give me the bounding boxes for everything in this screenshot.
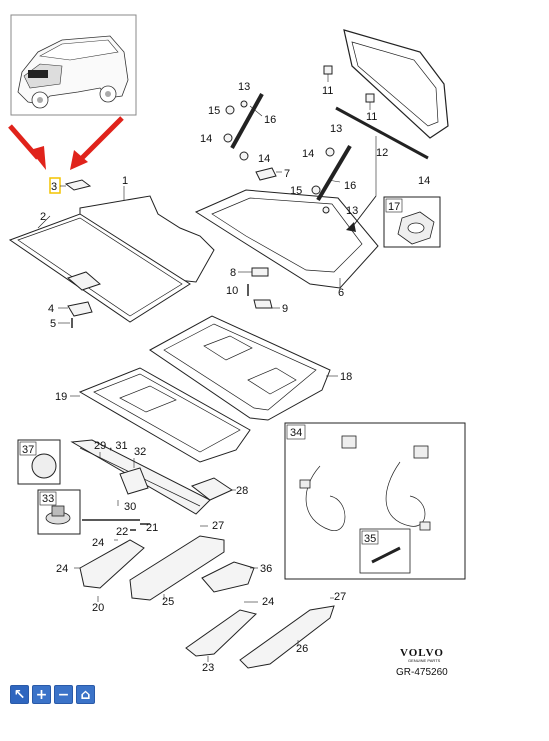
part-34-detail-box: [284, 422, 466, 580]
callout-13b: 13: [330, 123, 342, 135]
part-18-boot-liner: [149, 315, 331, 421]
part-11-clip-a: [323, 65, 333, 75]
callout-15a: 15: [208, 105, 220, 117]
callout-14a: 14: [200, 133, 212, 145]
part-20-side-panel: [79, 539, 145, 589]
part-4-handle: [67, 301, 93, 317]
callout-26: 26: [296, 643, 308, 655]
callout-34: 34: [290, 427, 302, 439]
callout-10: 10: [226, 285, 238, 297]
callout-17: 17: [388, 201, 400, 213]
part-37-detail-box: [17, 439, 61, 485]
select-button[interactable]: ↖: [10, 685, 29, 704]
callout-18: 18: [340, 371, 352, 383]
callout-24b: 24: [56, 563, 68, 575]
part-15-fastener-b: [311, 185, 321, 195]
part-2-floor-mat: [8, 213, 191, 323]
callout-1: 1: [122, 175, 128, 187]
zoom-in-icon: +: [35, 686, 48, 703]
part-16-strut-lower: [316, 144, 352, 202]
callout-33: 33: [42, 493, 54, 505]
callout-19: 19: [55, 391, 67, 403]
part-17-detail-box: [383, 196, 441, 248]
part-3-clip: [64, 179, 92, 191]
callout-7: 7: [284, 168, 290, 180]
zoom-in-button[interactable]: +: [32, 685, 51, 704]
part-13-rod: [335, 106, 429, 160]
home-icon: ⌂: [80, 686, 91, 703]
callout-24a: 24: [92, 537, 104, 549]
part-6-storage-tray: [194, 189, 379, 289]
genuine-parts-label: GENUINE PARTS: [408, 658, 441, 663]
part-32-trim: [119, 467, 149, 495]
callout-15b: 15: [290, 185, 302, 197]
zoom-out-icon: −: [57, 686, 70, 703]
diagram-id: GR-475260: [396, 667, 448, 678]
callout-13c: 13: [346, 205, 358, 217]
callout-30: 30: [124, 501, 136, 513]
part-25-side-panel: [129, 535, 225, 601]
callout-12: 12: [376, 147, 388, 159]
part-36-storage-box: [201, 561, 255, 593]
car-thumbnail: [10, 14, 137, 116]
viewer-toolbar: ↖ + − ⌂: [10, 685, 95, 704]
callout-36: 36: [260, 563, 272, 575]
part-33-detail-box: [37, 489, 81, 535]
callout-21: 21: [146, 522, 158, 534]
cursor-icon: ↖: [13, 686, 26, 703]
part-11-clip-b: [365, 93, 375, 103]
callout-16a: 16: [264, 114, 276, 126]
callout-20: 20: [92, 602, 104, 614]
callout-9: 9: [282, 303, 288, 315]
part-19-tray: [78, 367, 251, 463]
part-7-bracket: [255, 167, 277, 181]
callout-27b: 27: [334, 591, 346, 603]
callout-23: 23: [202, 662, 214, 674]
callout-16b: 16: [344, 180, 356, 192]
callout-11b: 11: [366, 111, 377, 123]
callout-13a: 13: [238, 81, 250, 93]
home-button[interactable]: ⌂: [76, 685, 95, 704]
zoom-out-button[interactable]: −: [54, 685, 73, 704]
red-arrow-right: [70, 116, 124, 170]
part-8-latch: [251, 267, 269, 277]
callout-32: 32: [134, 446, 146, 458]
callout-5: 5: [50, 318, 56, 330]
part-13-fastener-b: [322, 206, 330, 214]
part-14-fastener-c: [325, 147, 335, 157]
callout-14b: 14: [258, 153, 270, 165]
volvo-logo: VOLVO: [400, 647, 444, 659]
callout-11a: 11: [322, 85, 333, 97]
part-15-fastener-a: [225, 105, 235, 115]
part-14-fastener-a: [223, 133, 233, 143]
callout-22: 22: [116, 526, 128, 538]
callout-37: 37: [22, 444, 34, 456]
callout-3: 3: [51, 181, 57, 193]
callout-28: 28: [236, 485, 248, 497]
callout-35: 35: [364, 533, 376, 545]
part-9-striker: [253, 299, 273, 309]
part-13-fastener-a: [240, 100, 248, 108]
callout-29-31: 29 , 31: [94, 440, 128, 452]
part-12-tailgate-frame: [343, 29, 449, 139]
callout-6: 6: [338, 287, 344, 299]
part-26-rail: [239, 605, 335, 669]
callout-14c: 14: [302, 148, 314, 160]
callout-14d: 14: [418, 175, 430, 187]
part-16-strut-upper: [230, 93, 264, 149]
red-arrow-left: [8, 124, 46, 170]
part-23-rail: [185, 609, 258, 657]
callout-8: 8: [230, 267, 236, 279]
part-14-fastener-b: [239, 151, 249, 161]
callout-4: 4: [48, 303, 54, 315]
callout-27a: 27: [212, 520, 224, 532]
callout-25: 25: [162, 596, 174, 608]
callout-2: 2: [40, 211, 46, 223]
highlight-box: [49, 177, 61, 194]
callout-24c: 24: [262, 596, 274, 608]
